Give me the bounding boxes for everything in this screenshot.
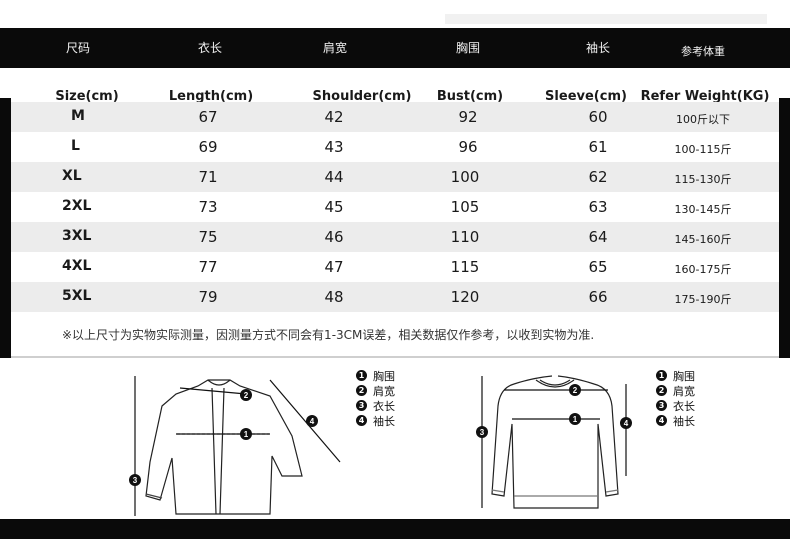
chinese-header-bar: 尺码 衣长 肩宽 胸围 袖长 参考体重 <box>0 28 790 68</box>
bust-cell: 96 <box>458 138 478 156</box>
sleeve-cell: 65 <box>588 258 608 276</box>
measurement-note: ※以上尺寸为实物实际测量，因测量方式不同会有1-3CM误差，相关数据仅作参考，以… <box>62 328 595 342</box>
bust-cell: 115 <box>450 258 480 276</box>
shoulder-cell: 46 <box>324 228 344 246</box>
svg-text:4: 4 <box>310 417 315 426</box>
marker-1: 1 <box>569 413 581 425</box>
svg-text:3: 3 <box>133 476 138 485</box>
bust-cell: 105 <box>450 198 480 216</box>
header-cn-sleeve: 袖长 <box>585 41 611 55</box>
table-row: 5XL 79 48 120 66 175-190斤 <box>11 282 779 312</box>
svg-text:1: 1 <box>244 430 249 439</box>
marker-4: 4 <box>306 415 318 427</box>
section-divider <box>11 356 779 358</box>
watermark-bar <box>445 14 767 24</box>
header-shoulder: Shoulder(cm) <box>312 89 412 104</box>
svg-text:2: 2 <box>244 391 249 400</box>
header-cn-size: 尺码 <box>65 41 91 55</box>
svg-text:2: 2 <box>573 386 578 395</box>
bust-cell: 100 <box>450 168 480 186</box>
marker-1: 1 <box>240 428 252 440</box>
weight-cell: 115-130斤 <box>674 173 732 186</box>
svg-text:3: 3 <box>480 428 485 437</box>
marker-3: 3 <box>476 426 488 438</box>
length-cell: 73 <box>198 198 218 216</box>
table-row: 4XL 77 47 115 65 160-175斤 <box>11 252 779 282</box>
marker-2: 2 <box>569 384 581 396</box>
weight-cell: 100-115斤 <box>674 143 732 156</box>
weight-cell: 145-160斤 <box>674 233 732 246</box>
shoulder-line <box>179 387 247 395</box>
header-bust: Bust(cm) <box>436 89 504 104</box>
sleeve-cell: 60 <box>588 108 608 126</box>
header-sleeve: Sleeve(cm) <box>545 89 627 104</box>
marker-2: 2 <box>240 389 252 401</box>
sleeve-line <box>269 379 341 463</box>
svg-text:4: 4 <box>624 419 629 428</box>
sleeve-cell: 63 <box>588 198 608 216</box>
size-cell: 2XL <box>62 198 92 214</box>
table-row: XL 71 44 100 62 115-130斤 <box>11 162 779 192</box>
shoulder-cell: 45 <box>324 198 344 216</box>
marker-3: 3 <box>129 474 141 486</box>
length-cell: 75 <box>198 228 218 246</box>
bust-cell: 120 <box>450 288 480 306</box>
shoulder-cell: 44 <box>324 168 344 186</box>
sleeve-cell: 66 <box>588 288 608 306</box>
weight-cell: 130-145斤 <box>674 203 732 216</box>
header-cn-length: 衣长 <box>197 41 223 55</box>
shoulder-cell: 48 <box>324 288 344 306</box>
weight-cell: 160-175斤 <box>674 263 732 276</box>
header-cn-bust: 胸围 <box>455 41 481 55</box>
sleeve-cell: 62 <box>588 168 608 186</box>
size-cell: 3XL <box>62 228 92 244</box>
weight-cell: 100斤以下 <box>676 113 730 126</box>
right-border <box>779 98 790 358</box>
length-cell: 69 <box>198 138 218 156</box>
marker-4: 4 <box>620 417 632 429</box>
footer-band <box>0 519 790 539</box>
length-cell: 67 <box>198 108 218 126</box>
sleeve-cell: 64 <box>588 228 608 246</box>
length-cell: 79 <box>198 288 218 306</box>
sleeve-cell: 61 <box>588 138 608 156</box>
weight-cell: 175-190斤 <box>674 293 732 306</box>
length-cell: 71 <box>198 168 218 186</box>
table-row: M 67 42 92 60 100斤以下 <box>11 102 779 132</box>
left-border <box>0 98 11 358</box>
size-cell: L <box>71 138 80 154</box>
header-cn-shoulder: 肩宽 <box>322 41 348 55</box>
bust-cell: 110 <box>450 228 480 246</box>
header-cn-weight: 参考体重 <box>681 45 725 58</box>
table-row: L 69 43 96 61 100-115斤 <box>11 132 779 162</box>
shirt-diagram: 1 2 3 4 <box>129 376 341 516</box>
size-cell: XL <box>62 168 82 184</box>
svg-text:1: 1 <box>573 415 578 424</box>
size-table: Size(cm) Length(cm) Shoulder(cm) Bust(cm… <box>11 68 779 358</box>
length-cell: 77 <box>198 258 218 276</box>
table-row: 2XL 73 45 105 63 130-145斤 <box>11 192 779 222</box>
size-cell: 5XL <box>62 288 92 304</box>
table-row: 3XL 75 46 110 64 145-160斤 <box>11 222 779 252</box>
size-cell: M <box>71 108 85 124</box>
shoulder-cell: 47 <box>324 258 344 276</box>
header-length: Length(cm) <box>168 89 254 104</box>
sweater-diagram: 1 2 3 4 <box>476 375 632 509</box>
shoulder-cell: 43 <box>324 138 344 156</box>
size-cell: 4XL <box>62 258 92 274</box>
shoulder-cell: 42 <box>324 108 344 126</box>
header-size: Size(cm) <box>55 89 119 104</box>
header-weight: Refer Weight(KG) <box>640 89 770 104</box>
bust-cell: 92 <box>458 108 478 126</box>
